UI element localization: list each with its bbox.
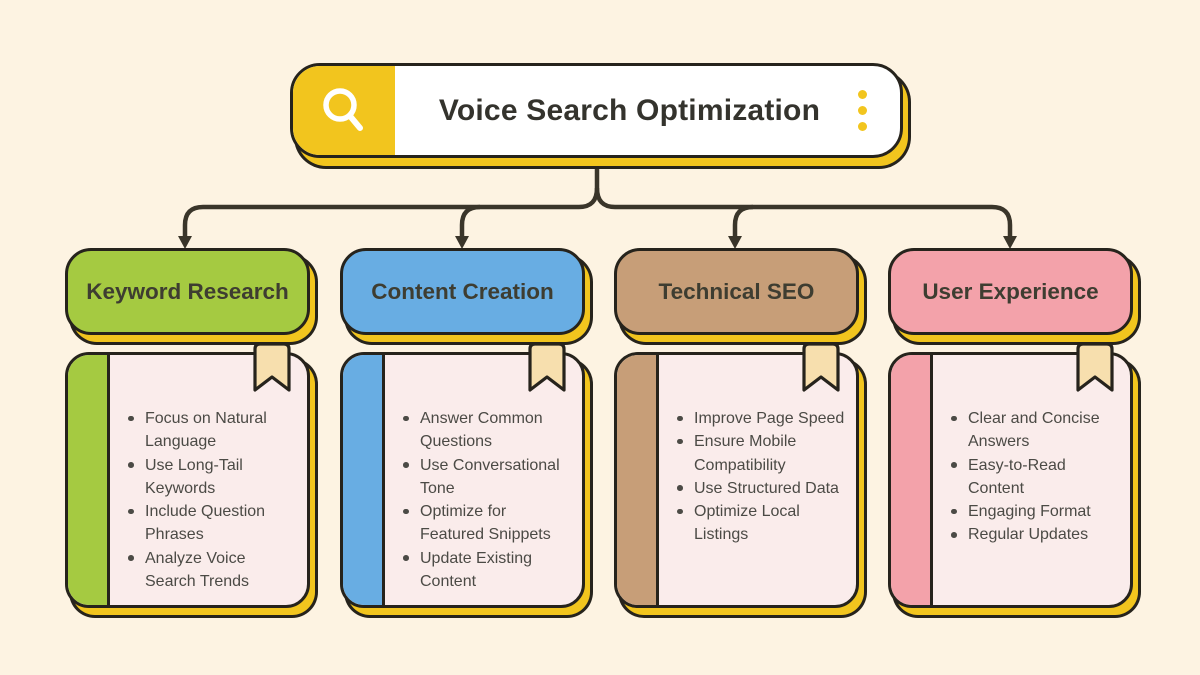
card-spine	[617, 355, 659, 605]
connector-left-branch	[182, 156, 600, 239]
list-item: Focus on Natural Language	[126, 407, 301, 454]
bullet-list: Focus on Natural Language Use Long-Tail …	[126, 407, 301, 593]
connector-mid-left-drop	[459, 204, 481, 239]
branch-title: User Experience	[922, 278, 1099, 304]
kebab-menu-icon	[858, 90, 900, 131]
arrowhead-icon	[178, 236, 192, 249]
list-item: Analyze Voice Search Trends	[126, 547, 301, 594]
branch-card: Improve Page Speed Ensure Mobile Compati…	[614, 352, 859, 608]
bullet-list: Clear and Concise Answers Easy-to-Read C…	[949, 407, 1124, 547]
branch-header-content-creation: Content Creation	[340, 248, 585, 335]
branch-title: Keyword Research	[86, 278, 289, 304]
connector-mid-right-drop	[732, 204, 754, 239]
bookmark-icon	[802, 342, 840, 392]
list-item: Optimize Local Listings	[675, 500, 850, 547]
card-body: Clear and Concise Answers Easy-to-Read C…	[933, 355, 1130, 605]
card-body: Answer Common Questions Use Conversation…	[385, 355, 582, 605]
list-item: Ensure Mobile Compatibility	[675, 430, 850, 477]
list-item: Include Question Phrases	[126, 500, 301, 547]
branch-user-experience: User Experience Clear and Concise Answer…	[888, 248, 1133, 623]
list-item: Use Long-Tail Keywords	[126, 454, 301, 501]
kebab-dot	[858, 106, 867, 115]
kebab-dot	[858, 122, 867, 131]
arrowhead-icon	[728, 236, 742, 249]
list-item: Use Conversational Tone	[401, 454, 576, 501]
card-spine	[68, 355, 110, 605]
list-item: Improve Page Speed	[675, 407, 850, 430]
branch-card: Clear and Concise Answers Easy-to-Read C…	[888, 352, 1133, 608]
kebab-dot	[858, 90, 867, 99]
list-item: Engaging Format	[949, 500, 1124, 523]
list-item: Update Existing Content	[401, 547, 576, 594]
branch-title: Content Creation	[371, 278, 554, 304]
card-spine	[891, 355, 933, 605]
list-item: Regular Updates	[949, 523, 1124, 546]
list-item: Optimize for Featured Snippets	[401, 500, 576, 547]
bullet-list: Improve Page Speed Ensure Mobile Compati…	[675, 407, 850, 547]
list-item: Clear and Concise Answers	[949, 407, 1124, 454]
branch-header-keyword-research: Keyword Research	[65, 248, 310, 335]
branch-content-creation: Content Creation Answer Common Questions…	[340, 248, 585, 623]
list-item: Use Structured Data	[675, 477, 850, 500]
arrowheads	[178, 236, 1017, 249]
branch-technical-seo: Technical SEO Improve Page Speed Ensure …	[614, 248, 859, 623]
list-item: Easy-to-Read Content	[949, 454, 1124, 501]
branch-header-user-experience: User Experience	[888, 248, 1133, 335]
search-icon-panel	[293, 66, 395, 155]
search-bar: Voice Search Optimization	[290, 63, 903, 158]
branch-card: Focus on Natural Language Use Long-Tail …	[65, 352, 310, 608]
branch-card: Answer Common Questions Use Conversation…	[340, 352, 585, 608]
page-title: Voice Search Optimization	[438, 93, 821, 127]
card-spine	[343, 355, 385, 605]
branch-header-technical-seo: Technical SEO	[614, 248, 859, 335]
branch-title: Technical SEO	[658, 278, 815, 304]
search-icon	[323, 87, 363, 131]
card-body: Focus on Natural Language Use Long-Tail …	[110, 355, 307, 605]
arrowhead-icon	[1003, 236, 1017, 249]
branch-keyword-research: Keyword Research Focus on Natural Langua…	[65, 248, 310, 623]
connector-right-branch	[594, 187, 1013, 239]
bookmark-icon	[253, 342, 291, 392]
card-body: Improve Page Speed Ensure Mobile Compati…	[659, 355, 856, 605]
bullet-list: Answer Common Questions Use Conversation…	[401, 407, 576, 593]
list-item: Answer Common Questions	[401, 407, 576, 454]
arrowhead-icon	[455, 236, 469, 249]
bookmark-icon	[1076, 342, 1114, 392]
bookmark-icon	[528, 342, 566, 392]
connector-lines	[178, 156, 1017, 249]
